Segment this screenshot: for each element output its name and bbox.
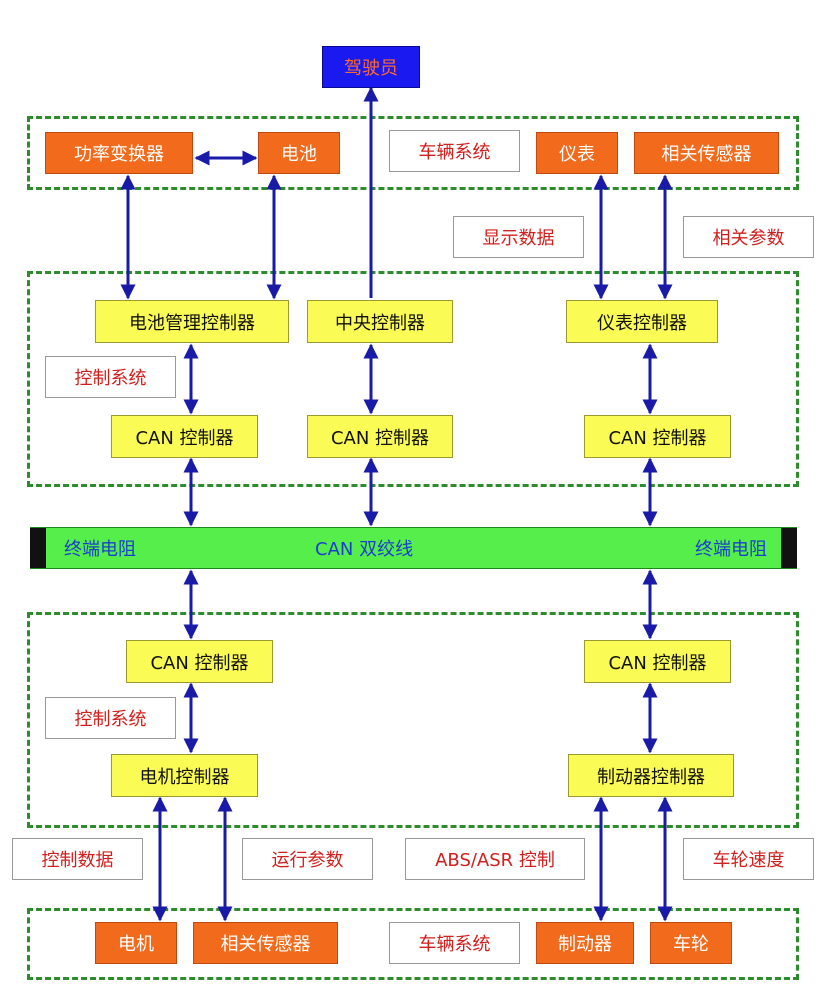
vehicle-system-label-top: 车辆系统 — [389, 130, 520, 172]
lower-control-group — [27, 612, 799, 828]
can-controller-4: CAN 控制器 — [126, 640, 273, 683]
bottom-vehicle-group — [27, 908, 799, 980]
power-converter-box: 功率变换器 — [45, 132, 193, 174]
motor-box: 电机 — [95, 922, 177, 964]
control-data-label: 控制数据 — [12, 838, 143, 880]
vehicle-system-label-bottom: 车辆系统 — [389, 922, 520, 964]
can-bus-label: CAN 双绞线 — [315, 539, 414, 560]
related-sensor-box-top: 相关传感器 — [634, 132, 779, 174]
can-controller-5: CAN 控制器 — [584, 640, 731, 683]
terminator-right-label: 终端电阻 — [695, 539, 767, 560]
terminator-cap-right — [781, 528, 797, 568]
control-system-label-lower: 控制系统 — [45, 697, 176, 739]
abs-asr-label: ABS/ASR 控制 — [405, 838, 585, 880]
display-data-label: 显示数据 — [453, 216, 584, 258]
bms-controller-box: 电池管理控制器 — [95, 300, 289, 343]
brake-box: 制动器 — [536, 922, 634, 964]
instrument-controller-box: 仪表控制器 — [566, 300, 718, 343]
run-params-label: 运行参数 — [242, 838, 373, 880]
related-params-label: 相关参数 — [683, 216, 814, 258]
can-controller-1: CAN 控制器 — [111, 415, 258, 458]
terminator-cap-left — [30, 528, 46, 568]
instrument-box: 仪表 — [536, 132, 618, 174]
can-controller-3: CAN 控制器 — [584, 415, 731, 458]
can-controller-2: CAN 控制器 — [307, 415, 453, 458]
upper-control-group — [27, 271, 799, 487]
terminator-left-label: 终端电阻 — [64, 539, 136, 560]
top-vehicle-group — [27, 116, 799, 190]
driver-box: 驾驶员 — [322, 46, 420, 88]
central-controller-box: 中央控制器 — [307, 300, 453, 343]
control-system-label-upper: 控制系统 — [45, 356, 176, 398]
wheel-speed-label: 车轮速度 — [683, 838, 814, 880]
wheel-box: 车轮 — [650, 922, 732, 964]
can-bus: 终端电阻 CAN 双绞线 终端电阻 — [30, 527, 797, 569]
related-sensor-box-bottom: 相关传感器 — [193, 922, 338, 964]
brake-controller-box: 制动器控制器 — [568, 754, 734, 797]
battery-box: 电池 — [258, 132, 340, 174]
motor-controller-box: 电机控制器 — [111, 754, 258, 797]
